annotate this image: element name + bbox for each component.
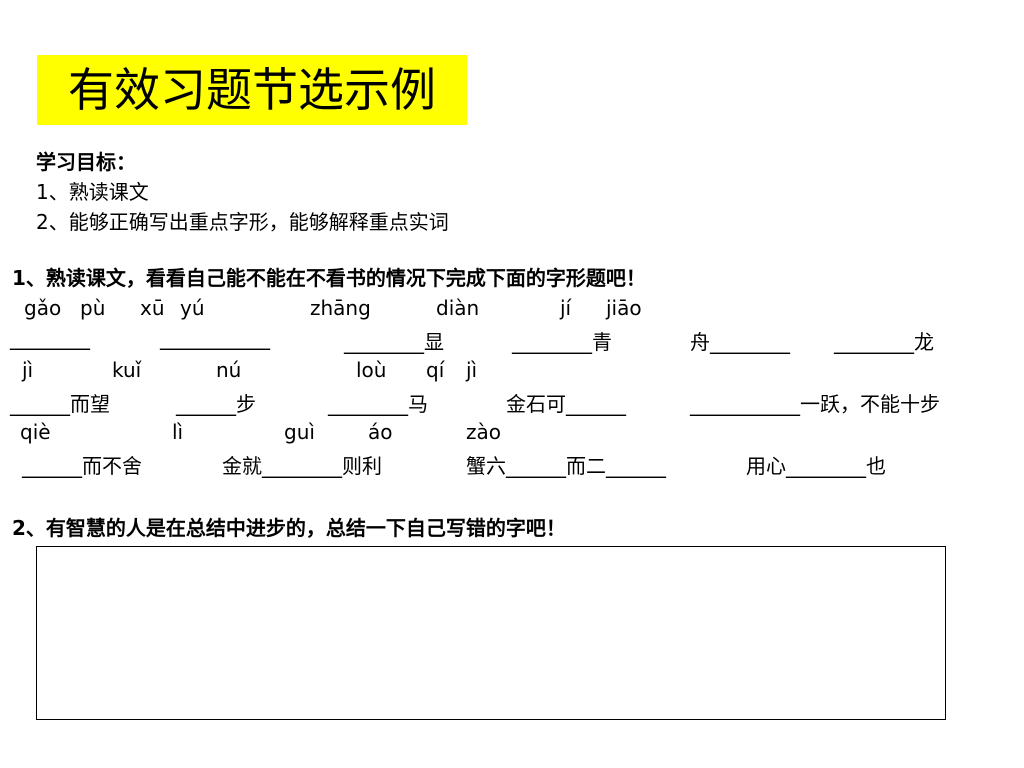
pinyin-ji-2: jì [22, 358, 34, 382]
pinyin-gui: guì [284, 420, 315, 444]
question-2-prompt: 2、有智慧的人是在总结中进步的，总结一下自己写错的字吧！ [12, 516, 566, 540]
pinyin-zhang: zhāng [310, 296, 371, 320]
pinyin-ji-3: jì [466, 358, 478, 382]
pinyin-nu: nú [216, 358, 242, 382]
blank-3-4: 用心________也 [746, 454, 886, 478]
blank-3-1: ______而不舍 [22, 454, 142, 478]
blank-1-3: ________显 [344, 330, 444, 354]
pinyin-pu: pù [80, 296, 106, 320]
pinyin-gao: gǎo [24, 296, 62, 320]
blank-2-2: ______步 [176, 392, 256, 416]
question-1-prompt: 1、熟读课文，看看自己能不能在不看书的情况下完成下面的字形题吧！ [12, 266, 646, 290]
pinyin-xu: xū [140, 296, 165, 320]
blank-3-3: 蟹六______而二______ [466, 454, 666, 478]
blank-1-1: ________ [10, 326, 90, 350]
pinyin-kui: kuǐ [112, 358, 142, 382]
pinyin-qi: qí [426, 358, 445, 382]
pinyin-ao: áo [368, 420, 393, 444]
blank-1-6: ________龙 [834, 330, 934, 354]
pinyin-lou: loù [356, 358, 387, 382]
goals-heading: 学习目标： [36, 150, 136, 174]
pinyin-jiao: jiāo [606, 296, 642, 320]
pinyin-li: lì [172, 420, 184, 444]
blank-1-5: 舟________ [690, 330, 790, 354]
goal-item-2: 2、能够正确写出重点字形，能够解释重点实词 [36, 210, 449, 234]
pinyin-yu: yú [180, 296, 205, 320]
blank-2-3: ________马 [328, 392, 428, 416]
blank-2-5: ___________一跃，不能十步 [690, 392, 940, 416]
blank-3-2: 金就________则利 [222, 454, 382, 478]
blank-1-4: ________青 [512, 330, 612, 354]
goal-item-1: 1、熟读课文 [36, 180, 149, 204]
blank-1-2: ___________ [160, 326, 270, 350]
pinyin-qie: qiè [20, 420, 51, 444]
pinyin-zao: zào [466, 420, 501, 444]
page-title: 有效习题节选示例 [68, 63, 436, 117]
pinyin-dian: diàn [436, 296, 480, 320]
blank-2-4: 金石可______ [506, 392, 626, 416]
blank-2-1: ______而望 [10, 392, 110, 416]
title-banner: 有效习题节选示例 [37, 55, 467, 125]
answer-box[interactable] [36, 546, 946, 720]
pinyin-ji: jí [560, 296, 572, 320]
